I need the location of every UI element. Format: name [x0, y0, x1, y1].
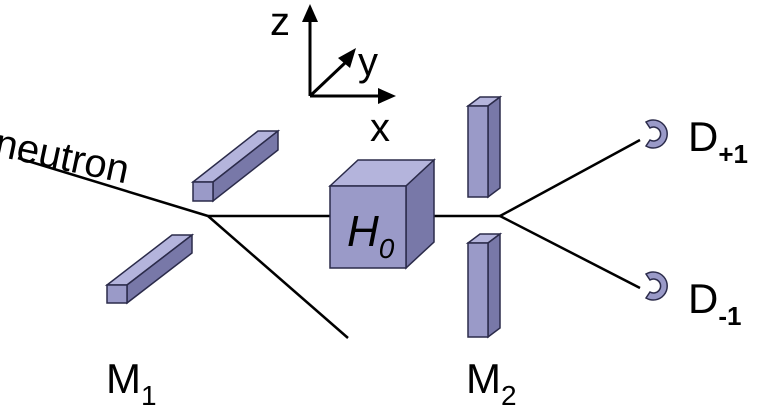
x-axis-arrowhead	[378, 88, 396, 104]
beam-to-d-minus	[499, 214, 641, 290]
mirror-m2-lower	[465, 232, 503, 339]
y-axis	[308, 60, 348, 98]
h0-cube	[328, 158, 436, 270]
coordinate-axes	[302, 4, 396, 104]
detector-d-plus-label: D+1	[688, 113, 748, 168]
m1-letter: M	[106, 355, 141, 402]
d-plus-letter: D	[688, 113, 719, 160]
detector-d-minus-label: D-1	[688, 275, 741, 330]
d-plus-subscript: +1	[718, 139, 748, 169]
mirror-m1-upper	[190, 129, 281, 203]
y-axis-arrowhead	[338, 48, 356, 68]
deflected-beam	[207, 215, 349, 339]
neutron-beam-paths	[17, 138, 641, 339]
incoming-beam	[17, 156, 209, 218]
z-axis-arrowhead	[302, 4, 318, 22]
h0-subscript: 0	[378, 233, 395, 264]
x-axis-label: x	[370, 106, 390, 150]
z-axis-label: z	[270, 0, 290, 44]
beam-to-d-plus	[499, 138, 641, 218]
d-minus-letter: D	[688, 275, 719, 322]
h0-label: H0	[347, 207, 394, 263]
mirror-m2-label: M2	[466, 355, 517, 410]
mirror-m2-upper	[465, 95, 503, 199]
m1-subscript: 1	[141, 380, 157, 411]
y-axis-label: y	[358, 40, 378, 84]
mirror-m1-label: M1	[106, 355, 157, 410]
d-minus-subscript: -1	[718, 301, 742, 331]
m2-subscript: 2	[501, 380, 517, 411]
mirror-m1-lower	[104, 233, 195, 305]
m2-letter: M	[466, 355, 501, 402]
detector-d-plus-icon	[644, 119, 668, 149]
detector-d-minus-icon	[644, 271, 668, 301]
h0-symbol: H	[347, 207, 379, 256]
